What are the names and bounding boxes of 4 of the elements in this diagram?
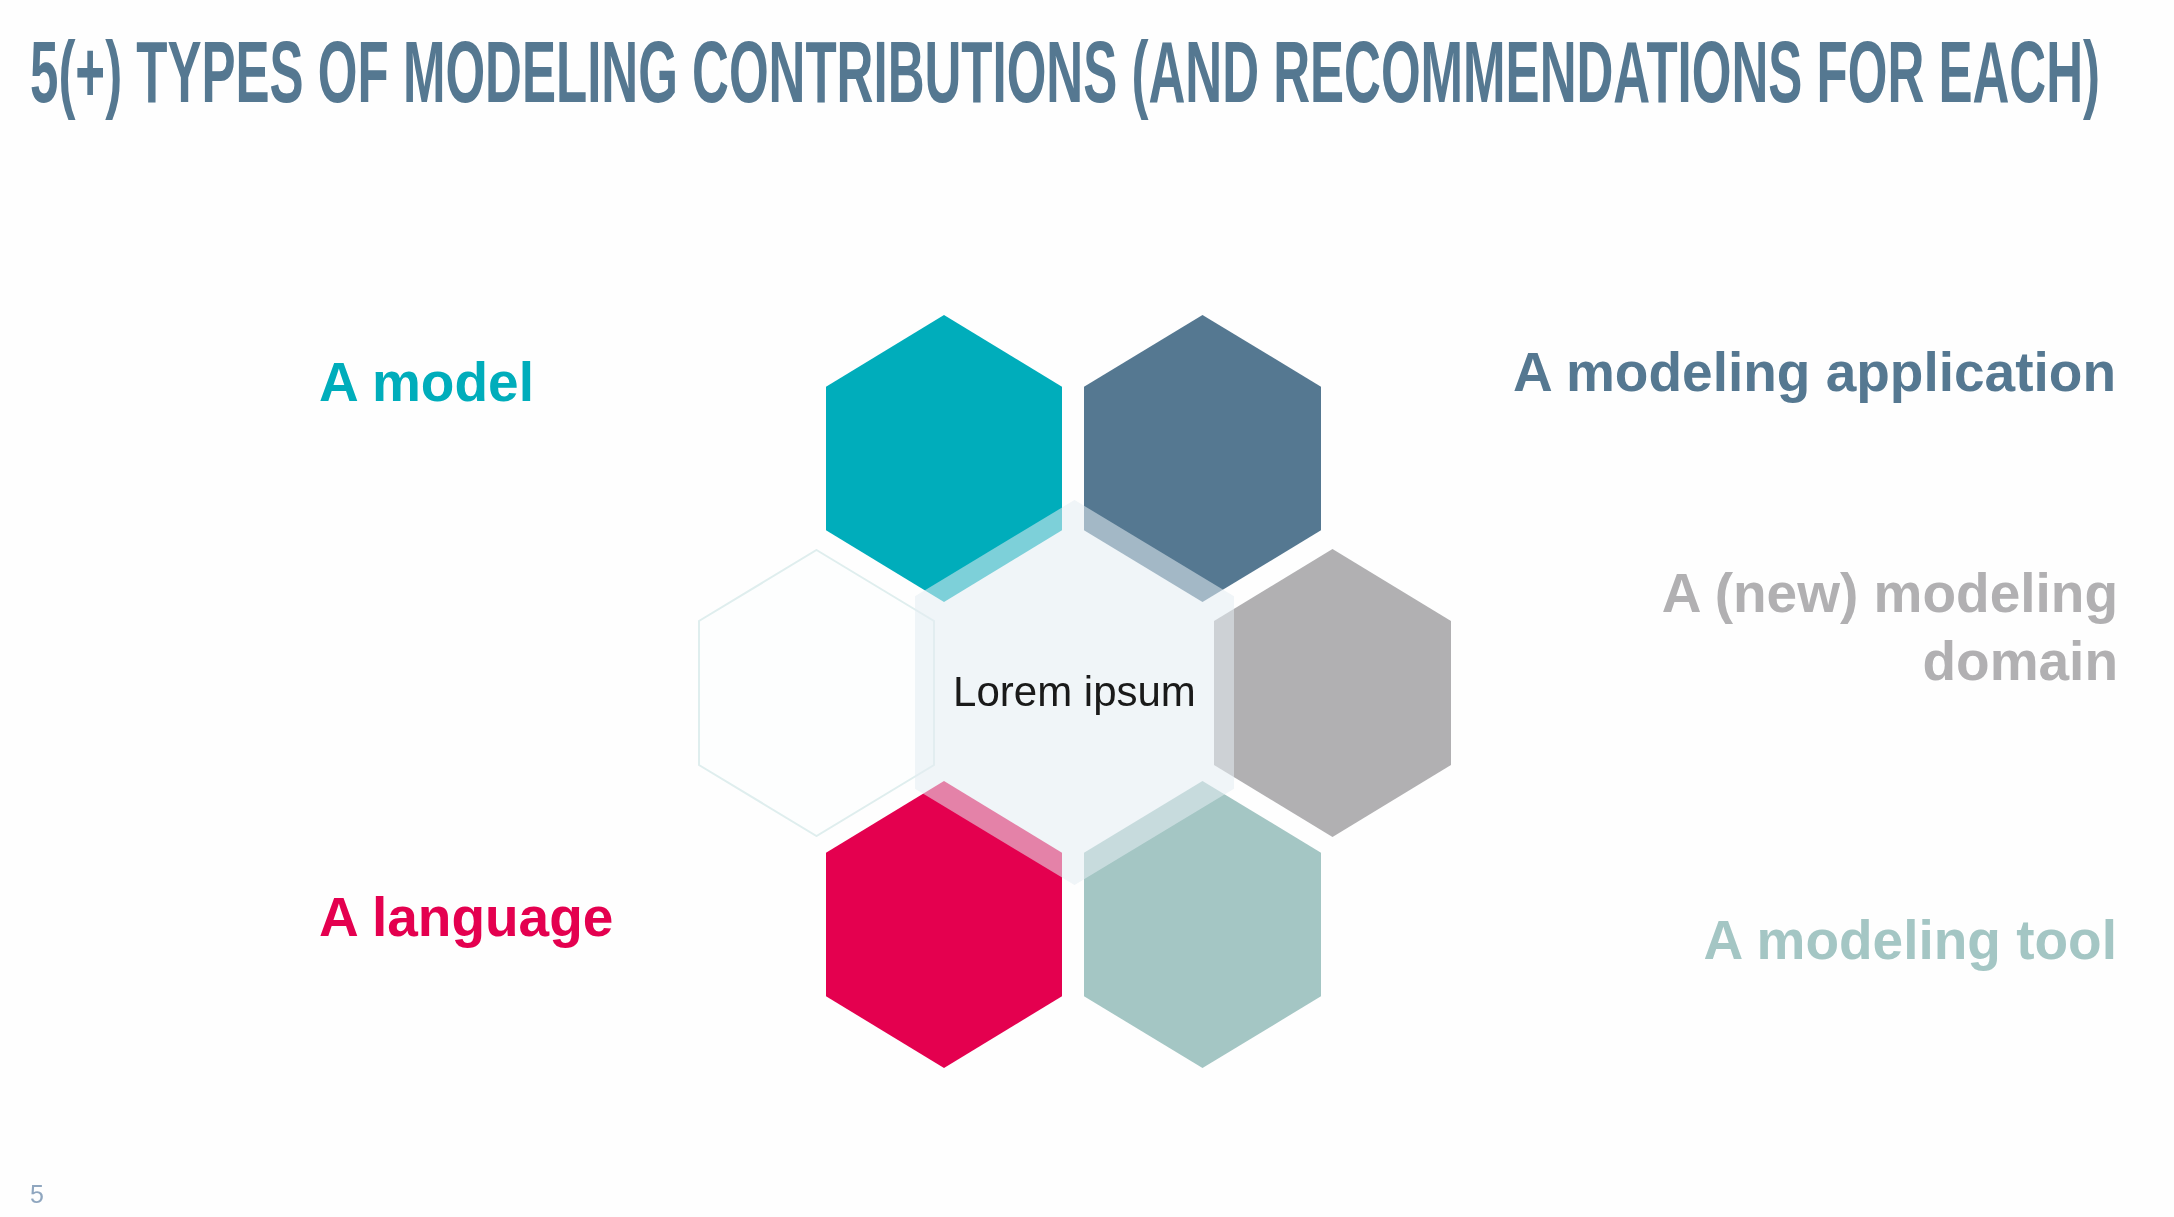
category-label: A (new) modeling domain bbox=[1660, 561, 2118, 694]
page-number: 5 bbox=[30, 1182, 44, 1207]
category-label: A model bbox=[319, 355, 534, 410]
hexagon-text: Lorem ipsum bbox=[953, 668, 1196, 717]
